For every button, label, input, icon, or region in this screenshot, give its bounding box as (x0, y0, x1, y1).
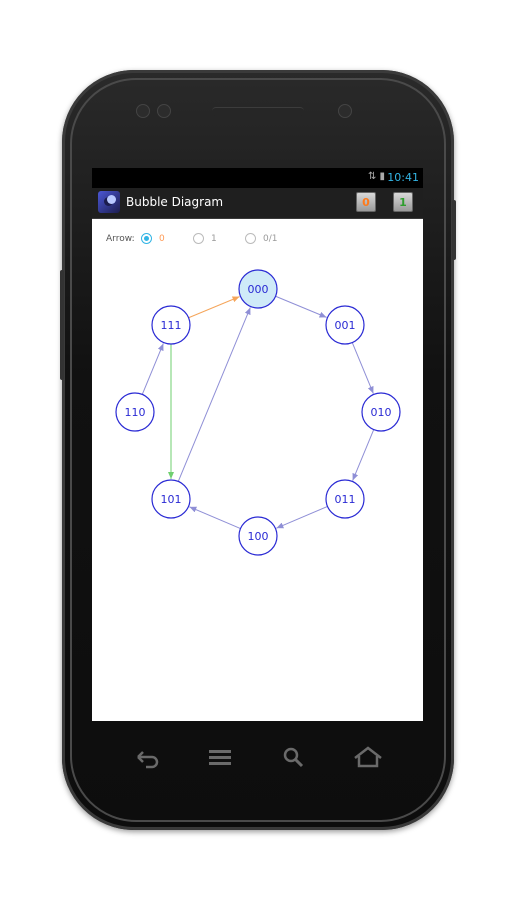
state-node-100[interactable]: 100 (238, 516, 278, 556)
front-sensor (136, 104, 150, 118)
home-icon[interactable] (348, 742, 388, 772)
arrow-radio-1-label: 1 (211, 234, 217, 244)
search-icon[interactable] (274, 742, 314, 772)
state-node-label: 000 (248, 283, 269, 296)
power-button (452, 200, 456, 260)
arrow-selector: Arrow: 0 1 0/1 (92, 230, 423, 250)
arrow-radio-0-label: 0 (159, 234, 165, 244)
state-node-circle[interactable] (325, 305, 365, 345)
state-node-000[interactable]: 000 (238, 269, 278, 309)
edge-000-001 (275, 295, 327, 318)
state-node-label: 010 (371, 406, 392, 419)
edge-110-111 (141, 343, 164, 395)
speaker-grille (212, 107, 304, 116)
state-node-label: 011 (335, 493, 356, 506)
arrow-radio-1[interactable] (193, 233, 204, 244)
state-node-circle[interactable] (151, 479, 191, 519)
phone-rim (70, 78, 446, 822)
state-node-circle[interactable] (325, 479, 365, 519)
app-logo-icon[interactable] (98, 191, 120, 213)
edge-010-011 (352, 429, 375, 481)
edge-111-000 (188, 296, 240, 319)
state-node-label: 101 (161, 493, 182, 506)
menu-icon[interactable] (200, 742, 240, 772)
state-node-label: 111 (161, 319, 182, 332)
arrow-label: Arrow: (106, 234, 135, 244)
state-node-circle[interactable] (151, 305, 191, 345)
action-bar: Bubble Diagram 0 1 (92, 188, 423, 219)
state-node-label: 001 (335, 319, 356, 332)
state-node-label: 100 (248, 530, 269, 543)
edge-100-101 (189, 506, 241, 530)
state-node-circle[interactable] (238, 516, 278, 556)
input-one-button[interactable]: 1 (393, 192, 413, 212)
state-node-110[interactable]: 110 (115, 392, 155, 432)
app-title: Bubble Diagram (126, 195, 224, 209)
screen: ⇅ ▮ 10:41 Bubble Diagram 0 1 Arrow: 0 1 … (92, 168, 423, 721)
status-time: 10:41 (387, 171, 419, 184)
state-node-011[interactable]: 011 (325, 479, 365, 519)
edge-001-010 (351, 342, 374, 394)
front-sensor (157, 104, 171, 118)
state-node-001[interactable]: 001 (325, 305, 365, 345)
nav-bar (92, 722, 423, 792)
arrow-radio-0[interactable] (141, 233, 152, 244)
state-node-101[interactable]: 101 (151, 479, 191, 519)
input-zero-button[interactable]: 0 (356, 192, 376, 212)
front-camera (338, 104, 352, 118)
state-node-111[interactable]: 111 (151, 305, 191, 345)
arrow-radio-01[interactable] (245, 233, 256, 244)
status-bar: ⇅ ▮ 10:41 (92, 168, 423, 188)
volume-button (60, 270, 64, 380)
state-node-010[interactable]: 010 (361, 392, 401, 432)
edge-101-000 (177, 307, 251, 482)
state-node-label: 110 (125, 406, 146, 419)
state-node-circle[interactable] (238, 269, 278, 309)
back-icon[interactable] (126, 742, 166, 772)
arrow-radio-01-label: 0/1 (263, 234, 278, 244)
state-node-circle[interactable] (361, 392, 401, 432)
edge-011-100 (276, 505, 328, 529)
signal-battery-icon: ⇅ ▮ (367, 171, 385, 182)
state-node-circle[interactable] (115, 392, 155, 432)
